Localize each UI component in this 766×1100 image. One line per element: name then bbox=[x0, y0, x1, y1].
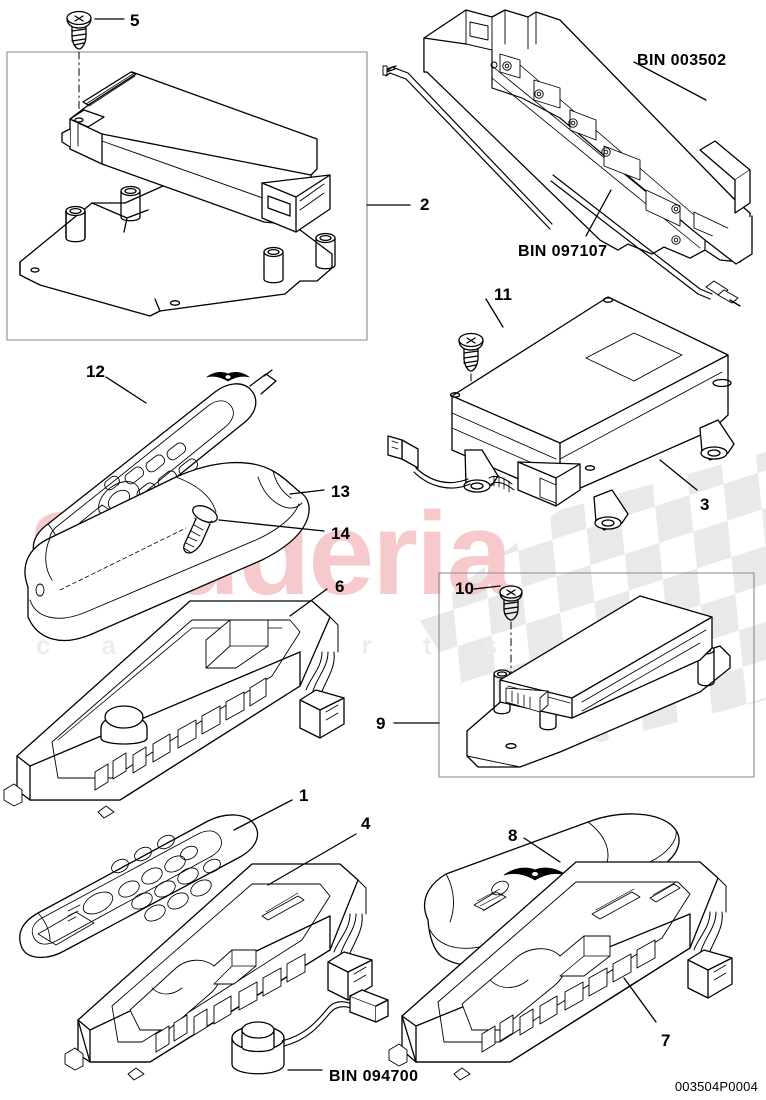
callout-9: 9 bbox=[376, 714, 386, 733]
leader-bin-003502 bbox=[633, 61, 707, 101]
leader-bin-097107 bbox=[585, 189, 612, 237]
antenna-cable-lower bbox=[550, 174, 741, 307]
callout-bin-094700: BIN 094700 bbox=[329, 1068, 419, 1085]
callout-7: 7 bbox=[661, 1031, 671, 1050]
tapping-screw-5 bbox=[66, 10, 92, 50]
callout-14: 14 bbox=[331, 524, 350, 543]
leader-1 bbox=[233, 799, 293, 831]
callout-1: 1 bbox=[299, 786, 309, 805]
cradle-screw-14 bbox=[183, 505, 218, 554]
callout-2: 2 bbox=[420, 195, 430, 214]
callout-3: 3 bbox=[700, 495, 710, 514]
leader-4 bbox=[267, 833, 357, 886]
callout-10: 10 bbox=[455, 579, 474, 598]
amplifier-assembly-9 bbox=[466, 595, 731, 768]
handset-1 bbox=[19, 814, 259, 959]
callout-12: 12 bbox=[86, 362, 105, 381]
module-foot-front-right bbox=[593, 489, 629, 531]
telephone-control-unit-2 bbox=[19, 71, 336, 317]
leader-11 bbox=[485, 298, 504, 328]
leader-10 bbox=[473, 585, 501, 590]
console-insert-4 bbox=[64, 863, 373, 1081]
leader-3 bbox=[659, 459, 698, 491]
wings-emblem-12 bbox=[206, 371, 250, 382]
antenna-rail-module bbox=[423, 9, 753, 265]
brand-mark-1 bbox=[67, 904, 81, 922]
leader-8 bbox=[523, 837, 561, 863]
telephone-control-module-3 bbox=[387, 296, 735, 531]
leader-12 bbox=[105, 376, 147, 404]
handset-cradle-trim-13 bbox=[24, 461, 310, 642]
frame-box-item2 bbox=[6, 51, 368, 341]
diagram-part-number: 003504P0004 bbox=[674, 1079, 758, 1094]
callout-bin-003502: BIN 003502 bbox=[637, 52, 727, 69]
tapping-screw-11 bbox=[458, 332, 484, 372]
leader-13 bbox=[289, 489, 325, 495]
callout-5: 5 bbox=[130, 11, 140, 30]
microphone-puck bbox=[231, 989, 389, 1075]
callout-13: 13 bbox=[331, 482, 350, 501]
antenna-cable-upper bbox=[382, 65, 553, 230]
leader-6 bbox=[289, 588, 328, 617]
leader-14 bbox=[218, 519, 325, 532]
callout-4: 4 bbox=[361, 814, 371, 833]
callout-11: 11 bbox=[494, 285, 512, 304]
console-insert-6 bbox=[3, 600, 345, 819]
leader-7 bbox=[623, 977, 657, 1023]
callout-6: 6 bbox=[335, 577, 345, 596]
console-insert-7 bbox=[388, 861, 733, 1081]
callout-8: 8 bbox=[508, 826, 518, 845]
module-foot-rear-right bbox=[699, 419, 735, 461]
tapping-screw-10 bbox=[499, 585, 523, 621]
callout-bin-097107: BIN 097107 bbox=[518, 243, 608, 260]
console-knob-6 bbox=[100, 705, 148, 745]
frame-box-item9 bbox=[438, 572, 755, 778]
